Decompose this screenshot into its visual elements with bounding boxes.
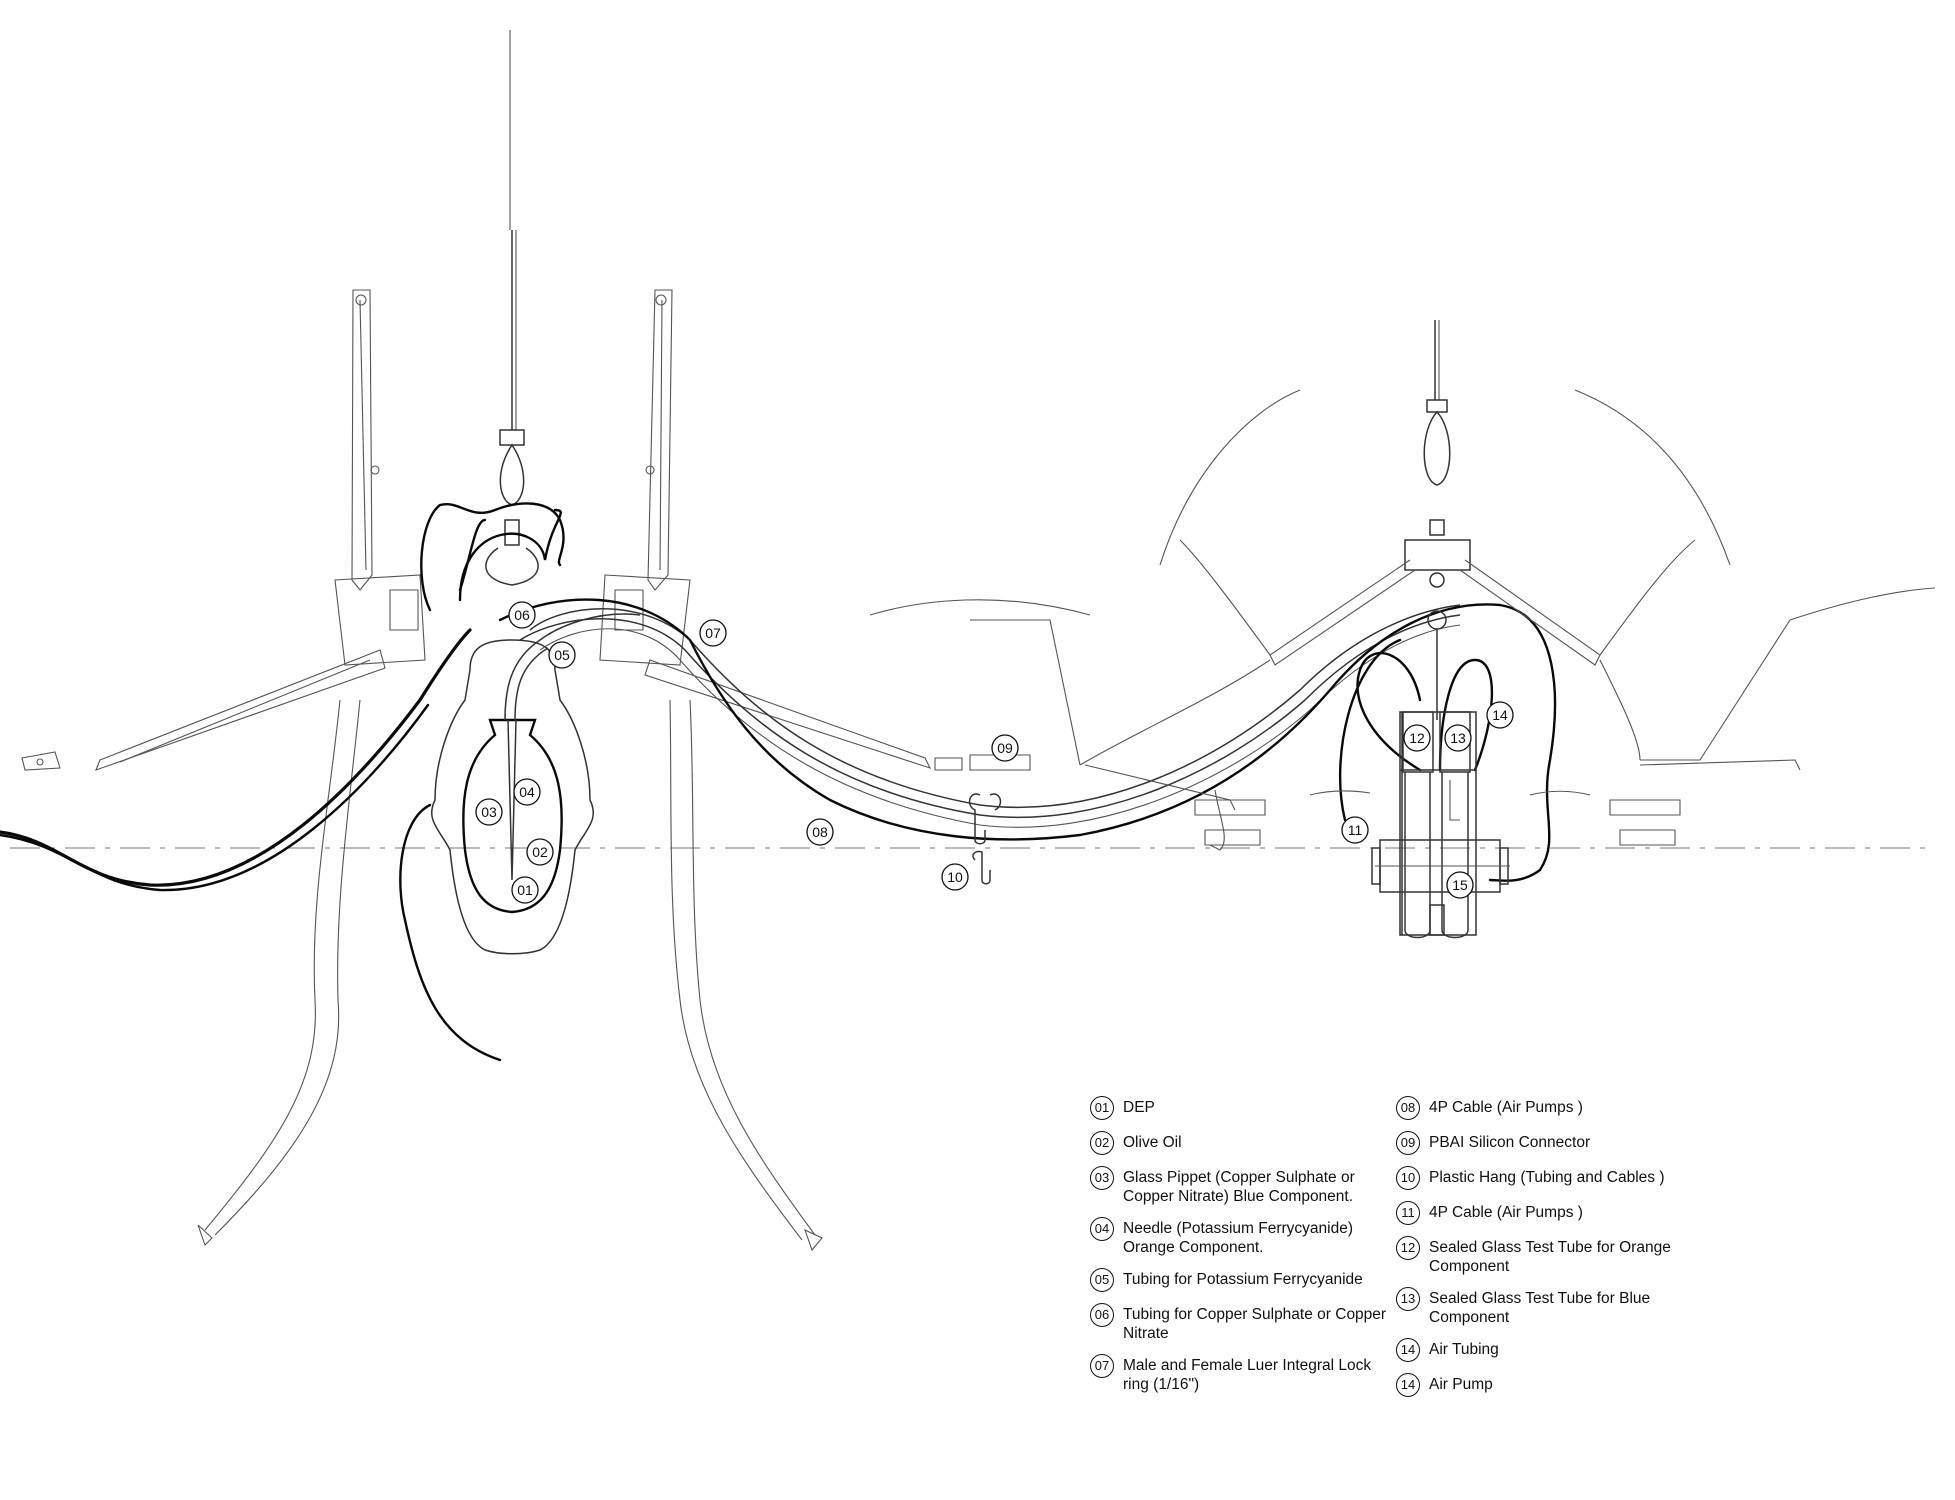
legend-label: Sealed Glass Test Tube for Orange Compon… [1429,1239,1671,1275]
plastic-hang [968,793,1002,885]
callout-03: 03 [475,798,503,826]
callout-02: 02 [526,838,554,866]
legend-item: 14 Air Pump [1396,1373,1696,1397]
legend-number: 04 [1090,1217,1114,1241]
legend-column-1: 01 DEP 02 Olive Oil 03 Glass Pippet (Copper… [1090,1096,1390,1407]
svg-text:01: 01 [517,882,533,898]
svg-text:12: 12 [1409,730,1425,746]
legend-number: 05 [1090,1268,1114,1292]
legend-number: 12 [1396,1236,1420,1260]
callout-04: 04 [513,778,541,806]
legend-item: 04 Needle (Potassium Ferrycyanide) Orange… [1090,1217,1390,1257]
legend-number: 14 [1396,1338,1420,1362]
legend-item: 06 Tubing for Copper Sulphate or Copper N… [1090,1303,1390,1343]
callout-01: 01 [511,876,539,904]
svg-text:15: 15 [1452,877,1468,893]
legend-item: 02 Olive Oil [1090,1131,1390,1155]
svg-text:06: 06 [514,607,530,623]
legend-item: 12 Sealed Glass Test Tube for Orange Comp… [1396,1236,1696,1276]
callout-06: 06 [508,601,536,629]
cables [0,502,1557,1062]
legend-number: 14 [1396,1373,1420,1397]
legend-item: 03 Glass Pippet (Copper Sulphate or Coppe… [1090,1166,1390,1206]
svg-text:11: 11 [1348,822,1363,838]
legend-item: 10 Plastic Hang (Tubing and Cables ) [1396,1166,1696,1190]
legend-item: 07 Male and Female Luer Integral Lock rin… [1090,1354,1390,1394]
legend-label: Sealed Glass Test Tube for Blue Componen… [1429,1290,1651,1326]
callout-12: 12 [1403,724,1431,752]
legend-label: Male and Female Luer Integral Lock ring … [1123,1357,1372,1393]
svg-text:02: 02 [532,844,548,860]
legend-label: 4P Cable (Air Pumps ) [1429,1099,1583,1116]
legend-item: 08 4P Cable (Air Pumps ) [1396,1096,1696,1120]
callout-11: 11 [1341,816,1369,844]
callout-14: 14 [1486,701,1514,729]
legend-label: Plastic Hang (Tubing and Cables ) [1429,1169,1665,1186]
legend-item: 05 Tubing for Potassium Ferrycyanide [1090,1268,1390,1292]
legend-number: 01 [1090,1096,1114,1120]
callout-08: 08 [806,818,834,846]
svg-text:14: 14 [1492,707,1508,723]
legend-number: 09 [1396,1131,1420,1155]
svg-text:10: 10 [947,869,963,885]
legend-label: Tubing for Potassium Ferrycyanide [1123,1271,1363,1288]
svg-text:08: 08 [812,824,828,840]
legend-item: 13 Sealed Glass Test Tube for Blue Compon… [1396,1287,1696,1327]
legend-number: 02 [1090,1131,1114,1155]
legend-item: 14 Air Tubing [1396,1338,1696,1362]
svg-text:04: 04 [519,784,535,800]
legend-number: 08 [1396,1096,1420,1120]
callout-05: 05 [548,641,576,669]
callout-10: 10 [941,863,969,891]
callout-15: 15 [1446,871,1474,899]
legend-label: Air Pump [1429,1376,1493,1393]
legend-label: Needle (Potassium Ferrycyanide) Orange C… [1123,1220,1354,1256]
legend-label: Glass Pippet (Copper Sulphate or Copper … [1123,1169,1355,1205]
svg-text:07: 07 [705,625,721,641]
callout-09: 09 [991,734,1019,762]
svg-text:13: 13 [1450,730,1466,746]
legend-number: 06 [1090,1303,1114,1327]
legend-number: 13 [1396,1287,1420,1311]
legend-label: DEP [1123,1099,1155,1116]
right-assembly [869,320,1936,939]
legend-number: 07 [1090,1354,1114,1378]
legend-label: Tubing for Copper Sulphate or Copper Nit… [1123,1306,1387,1342]
svg-text:05: 05 [554,647,570,663]
legend-label: Air Tubing [1429,1341,1499,1358]
legend-item: 09 PBAI Silicon Connector [1396,1131,1696,1155]
left-assembly [21,230,963,1252]
legend-number: 03 [1090,1166,1114,1190]
legend-label: PBAI Silicon Connector [1429,1134,1591,1151]
svg-text:09: 09 [997,740,1013,756]
legend-item: 11 4P Cable (Air Pumps ) [1396,1201,1696,1225]
legend-number: 10 [1396,1166,1420,1190]
legend-number: 11 [1396,1201,1420,1225]
callout-07: 07 [699,619,727,647]
legend-item: 01 DEP [1090,1096,1390,1120]
svg-text:03: 03 [481,804,497,820]
legend-label: Olive Oil [1123,1134,1182,1151]
callout-13: 13 [1444,724,1472,752]
legend-label: 4P Cable (Air Pumps ) [1429,1204,1583,1221]
legend-column-2: 08 4P Cable (Air Pumps ) 09 PBAI Silicon C… [1396,1096,1696,1410]
